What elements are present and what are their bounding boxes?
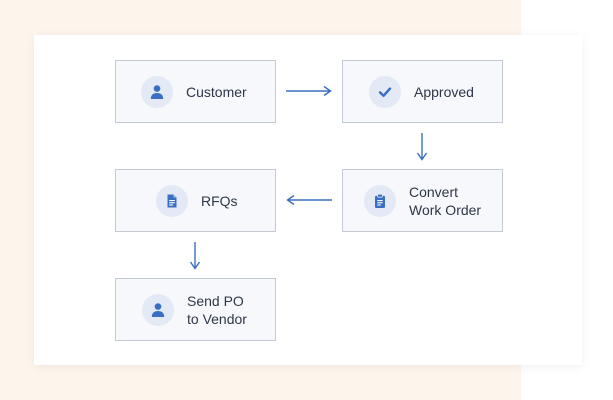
node-label-line: Convert (409, 183, 459, 200)
check-icon (369, 75, 401, 108)
document-icon (156, 184, 188, 217)
user-icon (141, 75, 173, 108)
node-send-po: Send PO to Vendor (115, 278, 276, 341)
node-label-line: Work Order (409, 201, 482, 218)
node-approved: Approved (342, 60, 503, 123)
flow-diagram-card: Customer Approved RFQs (34, 35, 582, 365)
node-label: RFQs (201, 192, 238, 209)
node-label: Customer (186, 83, 247, 100)
arrow-right-icon (286, 85, 332, 97)
arrow-down-icon (189, 242, 201, 270)
arrow-down-icon (416, 133, 428, 161)
node-customer: Customer (115, 60, 276, 123)
node-label: Approved (414, 83, 474, 100)
user-icon (142, 293, 174, 326)
node-label-line: Send PO (187, 292, 244, 309)
arrow-left-icon (286, 194, 332, 206)
node-label: Convert Work Order (409, 183, 481, 219)
node-convert-work-order: Convert Work Order (342, 169, 503, 232)
node-label: Send PO to Vendor (187, 292, 247, 328)
clipboard-icon (364, 184, 396, 217)
node-label-line: to Vendor (187, 310, 247, 327)
node-rfqs: RFQs (115, 169, 276, 232)
